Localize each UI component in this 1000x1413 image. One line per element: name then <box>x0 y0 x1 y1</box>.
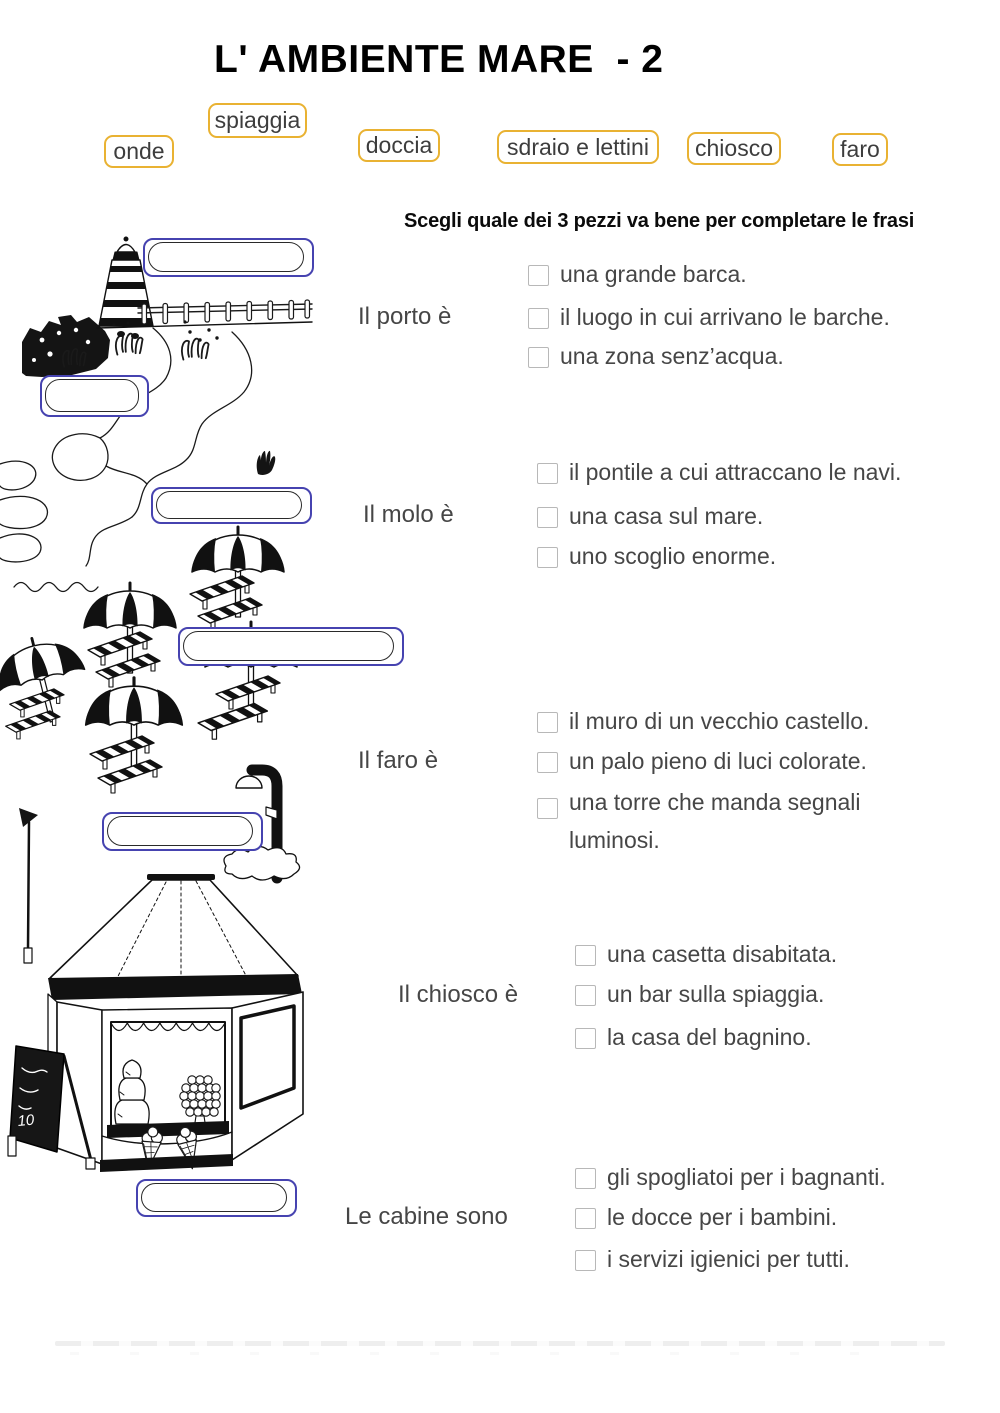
option-label: il pontile a cui attraccano le navi. <box>569 459 902 485</box>
lighthouse <box>96 236 313 329</box>
option-row: una zona senz’acqua. <box>528 343 784 370</box>
word-bank-item-chiosco: chiosco <box>687 132 781 165</box>
option-checkbox[interactable] <box>528 347 549 368</box>
question-stem: Il chiosco è <box>398 981 519 1008</box>
option-label: la casa del bagnino. <box>607 1024 812 1050</box>
rocks <box>22 315 110 377</box>
option-label: le docce per i bambini. <box>607 1204 838 1230</box>
word-bank-item-onde: onde <box>104 135 174 168</box>
option-row: gli spogliatoi per i bagnanti. <box>575 1164 886 1191</box>
option-label: una zona senz’acqua. <box>560 343 784 369</box>
option-label: il muro di un vecchio castello. <box>569 708 870 734</box>
word-bank-item-faro: faro <box>832 133 888 166</box>
answer-input-1-field[interactable] <box>148 242 304 272</box>
option-checkbox[interactable] <box>528 265 549 286</box>
question-stem: Il porto è <box>358 303 452 330</box>
answer-input-5-field[interactable] <box>107 816 253 846</box>
page-title: L' AMBIENTE MARE - 2 <box>214 38 664 81</box>
option-label: un bar sulla spiaggia. <box>607 981 825 1007</box>
option-row: i servizi igienici per tutti. <box>575 1246 850 1273</box>
option-row: la casa del bagnino. <box>575 1024 812 1051</box>
option-checkbox[interactable] <box>528 308 549 329</box>
pier-fence <box>137 299 313 325</box>
option-label: uno scoglio enorme. <box>569 543 777 569</box>
soft-serve-icon <box>114 1059 150 1125</box>
answer-input-2-field[interactable] <box>45 379 139 412</box>
option-checkbox[interactable] <box>575 985 596 1006</box>
option-label: il luogo in cui arrivano le barche. <box>560 304 890 330</box>
chalkboard-sign: 10 <box>7 1045 96 1170</box>
instruction-text: Scegli quale dei 3 pezzi va bene per com… <box>404 210 915 232</box>
question-stem: Il molo è <box>363 501 454 528</box>
splashes <box>62 320 219 368</box>
swimmer-hand-icon <box>256 450 276 475</box>
answer-input-2[interactable] <box>40 375 149 417</box>
option-label: una grande barca. <box>560 261 747 287</box>
option-checkbox[interactable] <box>575 1208 596 1229</box>
option-checkbox[interactable] <box>537 547 558 568</box>
candy-ball-stand-icon <box>179 1075 221 1130</box>
answer-input-4-field[interactable] <box>183 631 394 661</box>
option-label: i servizi igienici per tutti. <box>607 1246 850 1272</box>
option-row: il luogo in cui arrivano le barche. <box>528 304 890 331</box>
option-label: una casa sul mare. <box>569 503 764 529</box>
chalkboard-price: 10 <box>17 1112 36 1130</box>
answer-input-5[interactable] <box>102 812 263 851</box>
flag-pole <box>19 808 38 964</box>
kiosk <box>47 874 304 1172</box>
answer-input-3[interactable] <box>151 487 312 524</box>
option-label: una torre che manda segnali luminosi. <box>569 789 861 853</box>
answer-input-3-field[interactable] <box>156 491 302 519</box>
option-row: il pontile a cui attraccano le navi. <box>537 459 901 486</box>
option-checkbox[interactable] <box>537 463 558 484</box>
question-stem: Le cabine sono <box>345 1203 508 1230</box>
option-checkbox[interactable] <box>537 712 558 733</box>
option-checkbox[interactable] <box>575 1168 596 1189</box>
option-checkbox[interactable] <box>537 752 558 773</box>
option-label: una casetta disabitata. <box>607 941 838 967</box>
option-row: una casetta disabitata. <box>575 941 837 968</box>
option-row: una grande barca. <box>528 261 747 288</box>
option-row: le docce per i bambini. <box>575 1204 837 1231</box>
option-label: gli spogliatoi per i bagnanti. <box>607 1164 886 1190</box>
beach-scene-illustration: 10 <box>0 236 313 1172</box>
option-row: il muro di un vecchio castello. <box>537 708 869 735</box>
word-bank-item-spiaggia: spiaggia <box>208 103 307 138</box>
beach-shower <box>223 764 301 884</box>
option-checkbox[interactable] <box>575 1028 596 1049</box>
option-row: un palo pieno di luci colorate. <box>537 748 867 775</box>
option-row: un bar sulla spiaggia. <box>575 981 824 1008</box>
question-stem: Il faro è <box>358 747 439 774</box>
option-checkbox[interactable] <box>575 1250 596 1271</box>
option-row: una torre che manda segnali luminosi. <box>537 789 905 859</box>
option-label: un palo pieno di luci colorate. <box>569 748 867 774</box>
word-bank-item-doccia: doccia <box>358 129 440 162</box>
answer-input-4[interactable] <box>178 627 404 666</box>
word-bank-item-sdraio-e-lettini: sdraio e lettini <box>497 130 659 164</box>
answer-input-6-field[interactable] <box>141 1183 287 1212</box>
option-checkbox[interactable] <box>575 945 596 966</box>
option-row: uno scoglio enorme. <box>537 543 776 570</box>
option-row: una casa sul mare. <box>537 503 763 530</box>
page-bottom-remnant <box>55 1341 945 1346</box>
answer-input-6[interactable] <box>136 1179 297 1217</box>
answer-input-1[interactable] <box>143 238 314 277</box>
option-checkbox[interactable] <box>537 507 558 528</box>
page-bottom-remnant-faint <box>70 1352 910 1355</box>
option-checkbox[interactable] <box>537 798 558 819</box>
